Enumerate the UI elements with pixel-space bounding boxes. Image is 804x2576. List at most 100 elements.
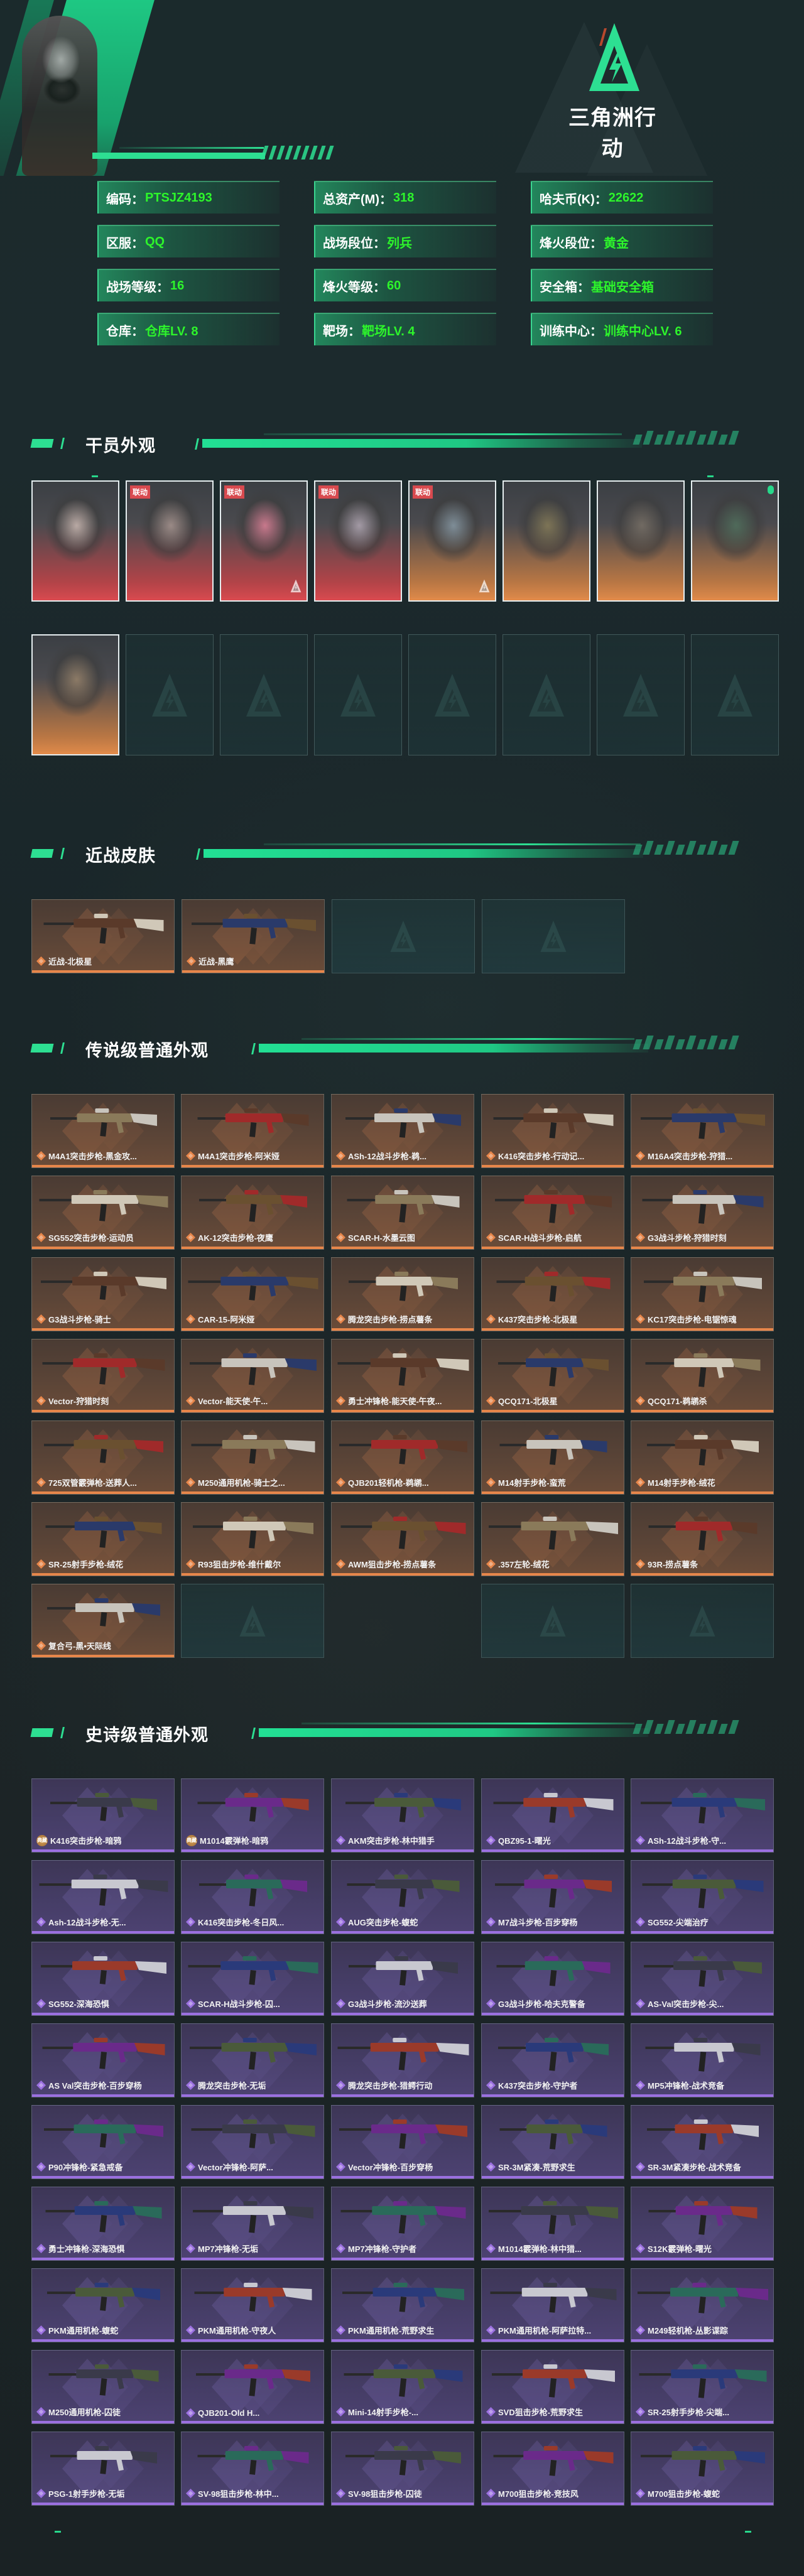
legendary-skin-card[interactable]: KC17突击步枪-电锯惊魂 bbox=[631, 1257, 774, 1331]
legendary-skin-card[interactable]: CAR-15-阿米娅 bbox=[181, 1257, 324, 1331]
weapon-image bbox=[37, 2441, 170, 2484]
legendary-skin-card[interactable]: M250通用机枪-骑士之... bbox=[181, 1421, 324, 1495]
agent-skin-card[interactable] bbox=[597, 480, 685, 602]
epic-skin-card[interactable]: PKM通用机枪-阿萨拉特... bbox=[481, 2268, 624, 2342]
rarity-diamond-icon bbox=[636, 2081, 645, 2090]
agent-skin-card[interactable]: 联动 bbox=[408, 480, 496, 602]
legendary-skin-card[interactable]: Vector-能天使-午... bbox=[181, 1339, 324, 1413]
legendary-skin-card[interactable]: AWM狙击步枪-捞点薯条 bbox=[331, 1502, 474, 1576]
epic-skin-card[interactable]: PKM通用机枪-荒野求生 bbox=[331, 2268, 474, 2342]
epic-skin-card[interactable]: MP7冲锋枪-无垢 bbox=[181, 2187, 324, 2261]
epic-skin-card[interactable]: G3战斗步枪-哈夫克警备 bbox=[481, 1942, 624, 2016]
legendary-skin-card[interactable]: G3战斗步枪-骑士 bbox=[31, 1257, 175, 1331]
rarity-diamond-icon bbox=[186, 1917, 195, 1927]
epic-skin-card[interactable]: SV-98狙击步枪-林中... bbox=[181, 2432, 324, 2506]
epic-skin-card[interactable]: MP5冲锋枪-战术竞备 bbox=[631, 2023, 774, 2097]
epic-skin-card[interactable]: M700狙击步枪-竞技风 bbox=[481, 2432, 624, 2506]
epic-skin-card[interactable]: S12K霰弹枪-曙光 bbox=[631, 2187, 774, 2261]
legendary-skin-card[interactable]: ASh-12战斗步枪-鹈... bbox=[331, 1094, 474, 1168]
epic-skin-card[interactable]: 腾龙突击步枪-猎鳄行动 bbox=[331, 2023, 474, 2097]
epic-skin-card[interactable]: AS Val突击步枪-百步穿杨 bbox=[31, 2023, 175, 2097]
legendary-skin-card[interactable]: AK-12突击步枪-夜鹰 bbox=[181, 1176, 324, 1250]
rarity-diamond-icon bbox=[186, 2081, 195, 2090]
skin-name: QJB201轻机枪-鹈鹕... bbox=[348, 1478, 429, 1488]
epic-skin-card[interactable]: 勇士冲锋枪-深海恐惧 bbox=[31, 2187, 175, 2261]
section-header-melee: 近战皮肤 bbox=[0, 838, 804, 870]
rarity-diamond-icon bbox=[186, 1559, 195, 1569]
epic-skin-card[interactable]: SV-98狙击步枪-囚徒 bbox=[331, 2432, 474, 2506]
epic-skin-card[interactable]: Ash-12战斗步枪-无... bbox=[31, 1860, 175, 1934]
epic-skin-card[interactable]: ASh-12战斗步枪-守... bbox=[631, 1778, 774, 1853]
epic-skin-card[interactable]: K416突击步枪-冬日风... bbox=[181, 1860, 324, 1934]
epic-skin-card[interactable]: SG552-深海恐惧 bbox=[31, 1942, 175, 2016]
epic-skin-card[interactable]: MP7冲锋枪-守护者 bbox=[331, 2187, 474, 2261]
epic-skin-card[interactable]: M249轻机枪-丛影谍踪 bbox=[631, 2268, 774, 2342]
legendary-skin-card[interactable]: M14射手步枪-绒花 bbox=[631, 1421, 774, 1495]
epic-skin-card[interactable]: M1014霰弹枪-林中猎... bbox=[481, 2187, 624, 2261]
agent-skin-card[interactable]: 联动 bbox=[314, 480, 402, 602]
legendary-skin-card[interactable]: QCQ171-北极星 bbox=[481, 1339, 624, 1413]
epic-skin-card[interactable]: AKM突击步枪-林中猎手 bbox=[331, 1778, 474, 1853]
epic-skin-card[interactable]: Vector冲锋枪-百步穿杨 bbox=[331, 2105, 474, 2179]
epic-skin-card[interactable]: P90冲锋枪-紧急戒备 bbox=[31, 2105, 175, 2179]
epic-skin-card[interactable]: M700狙击步枪-蝮蛇 bbox=[631, 2432, 774, 2506]
legendary-skin-card[interactable]: M16A4突击步枪-狩猎... bbox=[631, 1094, 774, 1168]
agent-skin-card[interactable] bbox=[31, 480, 119, 602]
epic-skin-card[interactable]: QBZ95-1-曙光 bbox=[481, 1778, 624, 1853]
legendary-skin-card[interactable]: SCAR-H战斗步枪-启航 bbox=[481, 1176, 624, 1250]
agent-skin-card[interactable]: 联动 bbox=[220, 480, 308, 602]
legendary-skin-card[interactable]: SCAR-H-水墨云图 bbox=[331, 1176, 474, 1250]
legendary-skin-card[interactable]: QJB201轻机枪-鹈鹕... bbox=[331, 1421, 474, 1495]
epic-skin-card[interactable]: SVD狙击步枪-荒野求生 bbox=[481, 2350, 624, 2424]
legendary-skin-card[interactable]: K437突击步枪-北极星 bbox=[481, 1257, 624, 1331]
epic-skin-card[interactable]: M7战斗步枪-百步穿杨 bbox=[481, 1860, 624, 1934]
info-label: 哈夫币(K)： bbox=[540, 192, 607, 207]
weapon-image bbox=[636, 2033, 769, 2075]
legendary-skin-card[interactable]: 勇士冲锋枪-能天使-午夜... bbox=[331, 1339, 474, 1413]
epic-skin-card[interactable]: Vector冲锋枪-阿萨... bbox=[181, 2105, 324, 2179]
epic-skin-card[interactable]: PKM通用机枪-蝮蛇 bbox=[31, 2268, 175, 2342]
legendary-skin-card[interactable]: SR-25射手步枪-绒花 bbox=[31, 1502, 175, 1576]
epic-skin-card[interactable]: 腾龙突击步枪-无垢 bbox=[181, 2023, 324, 2097]
rarity-strip bbox=[482, 1573, 624, 1576]
legendary-skin-card[interactable]: R93狙击步枪-维什戴尔 bbox=[181, 1502, 324, 1576]
agent-skin-card[interactable] bbox=[691, 480, 779, 602]
legendary-skin-card[interactable]: .357左轮-绒花 bbox=[481, 1502, 624, 1576]
epic-skin-card[interactable]: QJB201-Old H... bbox=[181, 2350, 324, 2424]
legendary-skin-card[interactable]: SG552突击步枪-运动员 bbox=[31, 1176, 175, 1250]
legendary-skin-card[interactable]: 93R-捞点薯条 bbox=[631, 1502, 774, 1576]
epic-skin-card[interactable]: PSG-1射手步枪-无垢 bbox=[31, 2432, 175, 2506]
legendary-skin-card[interactable]: K416突击步枪-行动记... bbox=[481, 1094, 624, 1168]
legendary-skin-card[interactable]: G3战斗步枪-狩猎时刻 bbox=[631, 1176, 774, 1250]
legendary-skin-card[interactable]: M14射手步枪-蛮荒 bbox=[481, 1421, 624, 1495]
info-battlefield-level: 战场等级： 16 bbox=[97, 269, 280, 301]
epic-skin-card[interactable]: SR-3M紧凑-荒野求生 bbox=[481, 2105, 624, 2179]
agent-skin-card[interactable] bbox=[503, 480, 590, 602]
skin-name: KC17突击步枪-电锯惊魂 bbox=[648, 1315, 737, 1324]
agent-skin-card[interactable] bbox=[31, 634, 119, 755]
legendary-skin-card[interactable]: 725双管霰弹枪-送葬人... bbox=[31, 1421, 175, 1495]
agent-skin-card[interactable]: 联动 bbox=[126, 480, 214, 602]
epic-skin-card[interactable]: AUG突击步枪-蝮蛇 bbox=[331, 1860, 474, 1934]
epic-skin-card[interactable]: PKM通用机枪-守夜人 bbox=[181, 2268, 324, 2342]
epic-skin-card[interactable]: AS-Val突击步枪-尖... bbox=[631, 1942, 774, 2016]
legendary-skin-card[interactable]: 腾龙突击步枪-捞点薯条 bbox=[331, 1257, 474, 1331]
epic-skin-card[interactable]: SR-3M紧凑步枪-战术竞备 bbox=[631, 2105, 774, 2179]
epic-skin-card[interactable]: M250通用机枪-囚徒 bbox=[31, 2350, 175, 2424]
legendary-skin-card[interactable]: QCQ171-鹈鹕杀 bbox=[631, 1339, 774, 1413]
legendary-skin-card[interactable]: Vector-狩猎时刻 bbox=[31, 1339, 175, 1413]
epic-skin-card[interactable]: SG552-尖端治疗 bbox=[631, 1860, 774, 1934]
legendary-skin-card[interactable]: 复合弓-黑•天际线 bbox=[31, 1584, 175, 1658]
melee-skin-card[interactable]: 近战-北极星 bbox=[31, 899, 175, 973]
epic-skin-card[interactable]: SR-25射手步枪-尖端... bbox=[631, 2350, 774, 2424]
epic-skin-card[interactable]: Mini-14射手步枪-... bbox=[331, 2350, 474, 2424]
legendary-skin-card[interactable]: M4A1突击步枪-黑金攻... bbox=[31, 1094, 175, 1168]
epic-skin-card[interactable]: SCAR-H战斗步枪-囚... bbox=[181, 1942, 324, 2016]
epic-skin-card[interactable]: K437突击步枪-守护者 bbox=[481, 2023, 624, 2097]
melee-skin-card[interactable]: 近战-黑鹰 bbox=[182, 899, 325, 973]
legendary-skin-card[interactable]: M4A1突击步枪-阿米娅 bbox=[181, 1094, 324, 1168]
epic-skin-card[interactable]: G3战斗步枪-流沙送葬 bbox=[331, 1942, 474, 2016]
skin-label: 腾龙突击步枪-猎鳄行动 bbox=[336, 2079, 471, 2091]
